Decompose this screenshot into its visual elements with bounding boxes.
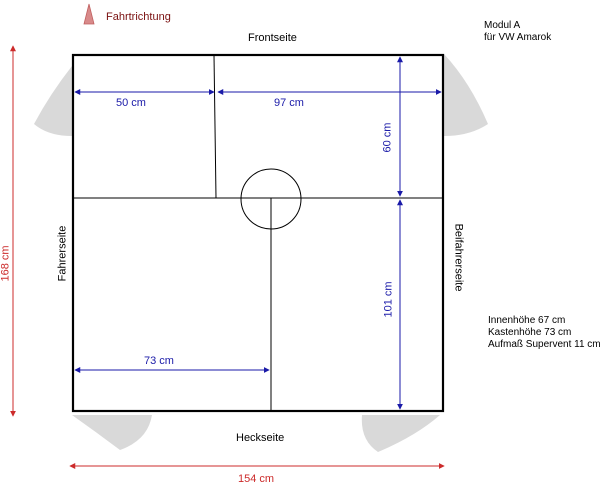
dim-label-total-width: 154 cm [238, 473, 275, 485]
note-supervent: Aufmaß Supervent 11 cm [488, 339, 600, 350]
model-label: Modul A für VW Amarok [484, 20, 551, 44]
model-vehicle: für VW Amarok [484, 32, 552, 43]
wheel-well-front-right [444, 54, 488, 136]
side-label-rear: Heckseite [236, 432, 285, 444]
wheel-well-rear-right [361, 415, 440, 452]
wheel-well-rear-left [72, 415, 152, 450]
dim-label-total-length: 168 cm [0, 245, 12, 282]
side-label-passenger: Beifahrerseite [452, 223, 465, 292]
note-inner-height: Innenhöhe 67 cm [488, 315, 566, 326]
direction-label: Fahrtrichtung [106, 11, 171, 23]
note-box-height: Kastenhöhe 73 cm [488, 327, 572, 338]
direction-arrow-icon [83, 3, 95, 25]
roof-vent-circle [240, 168, 302, 230]
box-outline [71, 53, 445, 413]
dim-label-front-left: 50 cm [116, 97, 146, 109]
front-vertical-divider [213, 54, 217, 199]
wheel-well-front-left [34, 66, 72, 136]
dim-label-front-right: 97 cm [274, 97, 304, 109]
dim-label-front-depth: 60 cm [381, 122, 394, 153]
notes-block: Innenhöhe 67 cm Kastenhöhe 73 cm Aufmaß … [488, 315, 600, 351]
dim-label-rear-left: 73 cm [144, 355, 174, 367]
dim-label-rear-depth: 101 cm [382, 281, 395, 318]
model-name: Modul A [484, 20, 521, 31]
side-label-driver: Fahrerseite [56, 225, 69, 282]
side-label-front: Frontseite [248, 32, 297, 44]
